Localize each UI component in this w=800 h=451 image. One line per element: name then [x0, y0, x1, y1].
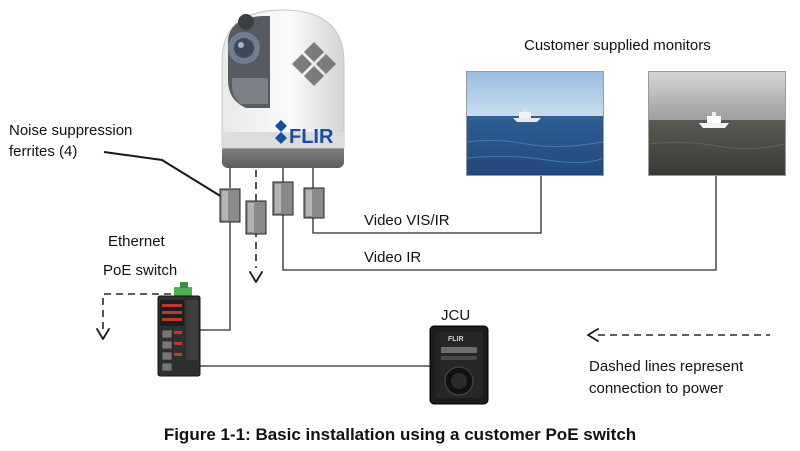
ferrites: [219, 181, 325, 235]
arrow-left-icon: [587, 328, 599, 342]
power-lines: [102, 170, 770, 336]
label-jcu: JCU: [441, 307, 471, 324]
label-dashed-legend-line1: Dashed lines represent: [589, 358, 744, 375]
arrow-down-icon: [249, 271, 263, 283]
camera-icon: FLIR: [221, 9, 345, 168]
label-noise-suppression-line1: Noise suppression: [9, 122, 133, 139]
monitor-thermal-icon: [648, 71, 786, 176]
label-video-ir: Video IR: [364, 249, 422, 266]
label-noise-suppression-line2: ferrites (4): [9, 143, 78, 160]
cable-video-ir: [282, 176, 717, 271]
label-dashed-legend-line2: connection to power: [589, 380, 724, 397]
ferrite-pointer-line: [103, 151, 223, 198]
jcu-logo: FLIR: [448, 336, 464, 343]
poe-switch-icon: [157, 282, 201, 377]
cable-video-visir: [312, 176, 542, 234]
monitor-visible-icon: [466, 71, 604, 176]
jcu-icon: FLIR: [429, 325, 489, 405]
label-video-visir: Video VIS/IR: [364, 212, 450, 229]
camera-logo: FLIR: [289, 126, 334, 148]
label-customer-monitors: Customer supplied monitors: [524, 37, 711, 54]
cables: [199, 166, 717, 367]
label-poe-switch: PoE switch: [103, 262, 178, 279]
power-line-switch: [102, 293, 183, 330]
figure-caption: Figure 1-1: Basic installation using a c…: [163, 425, 637, 444]
label-ethernet: Ethernet: [108, 233, 165, 250]
arrow-down-icon: [96, 328, 110, 340]
cable-ethernet-camera: [199, 222, 231, 331]
